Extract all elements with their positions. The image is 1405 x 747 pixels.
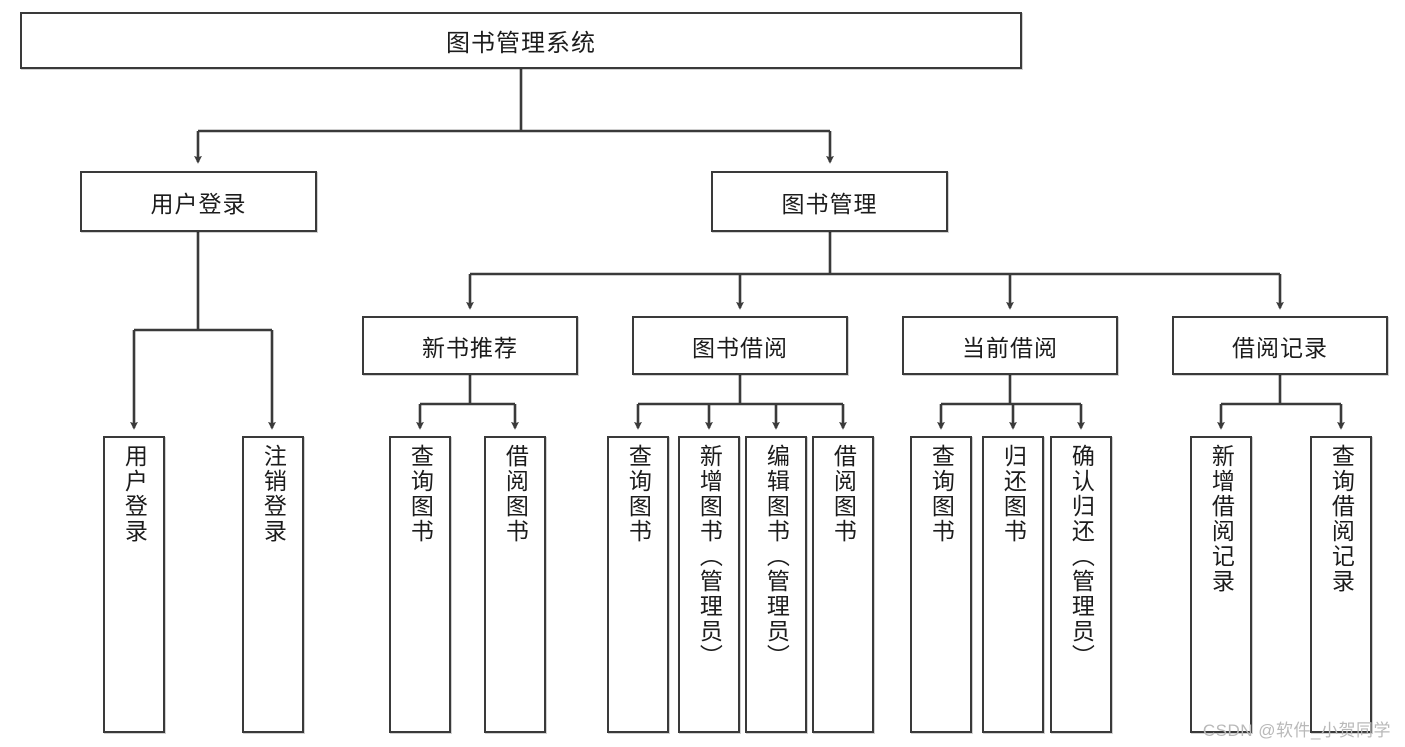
node-leaf-query-book-3[interactable]: 查询图书 xyxy=(910,436,972,733)
node-leaf-query-book-3-label: 查询图书 xyxy=(928,444,955,544)
node-leaf-add-borrow-record[interactable]: 新增借阅记录 xyxy=(1190,436,1252,733)
node-leaf-borrow-book-2-label: 借阅图书 xyxy=(830,444,857,544)
node-current-borrow-label: 当前借阅 xyxy=(962,334,1058,361)
node-leaf-user-login-label: 用户登录 xyxy=(121,444,148,544)
node-user-login[interactable]: 用户登录 xyxy=(80,171,317,232)
node-leaf-query-book-2[interactable]: 查询图书 xyxy=(607,436,669,733)
node-borrow-record[interactable]: 借阅记录 xyxy=(1172,316,1388,375)
node-borrow-record-label: 借阅记录 xyxy=(1232,334,1328,361)
node-leaf-user-logout-label: 注销登录 xyxy=(260,444,287,544)
node-book-borrow[interactable]: 图书借阅 xyxy=(632,316,848,375)
node-root[interactable]: 图书管理系统 xyxy=(20,12,1022,69)
node-leaf-query-book-2-label: 查询图书 xyxy=(625,444,652,544)
node-leaf-query-book-1[interactable]: 查询图书 xyxy=(389,436,451,733)
node-book-manage-label: 图书管理 xyxy=(781,190,878,217)
node-leaf-confirm-return[interactable]: 确认归还（管理员） xyxy=(1050,436,1112,733)
node-current-borrow[interactable]: 当前借阅 xyxy=(902,316,1118,375)
node-root-label: 图书管理系统 xyxy=(446,30,596,57)
node-leaf-borrow-book-1-label: 借阅图书 xyxy=(502,444,529,544)
node-leaf-borrow-book-1[interactable]: 借阅图书 xyxy=(484,436,546,733)
node-leaf-add-book-label: 新增图书（管理员） xyxy=(696,444,723,669)
node-leaf-query-borrow-record[interactable]: 查询借阅记录 xyxy=(1310,436,1372,733)
node-leaf-query-borrow-record-label: 查询借阅记录 xyxy=(1328,444,1355,594)
node-leaf-confirm-return-label: 确认归还（管理员） xyxy=(1068,444,1095,669)
node-leaf-edit-book[interactable]: 编辑图书（管理员） xyxy=(745,436,807,733)
node-leaf-add-book[interactable]: 新增图书（管理员） xyxy=(678,436,740,733)
node-book-borrow-label: 图书借阅 xyxy=(692,334,788,361)
node-leaf-add-borrow-record-label: 新增借阅记录 xyxy=(1208,444,1235,594)
node-new-book-recommend[interactable]: 新书推荐 xyxy=(362,316,578,375)
node-user-login-label: 用户登录 xyxy=(150,190,247,217)
node-new-book-recommend-label: 新书推荐 xyxy=(422,334,518,361)
node-leaf-user-logout[interactable]: 注销登录 xyxy=(242,436,304,733)
node-leaf-query-book-1-label: 查询图书 xyxy=(407,444,434,544)
node-leaf-borrow-book-2[interactable]: 借阅图书 xyxy=(812,436,874,733)
node-leaf-edit-book-label: 编辑图书（管理员） xyxy=(763,444,790,669)
node-leaf-return-book[interactable]: 归还图书 xyxy=(982,436,1044,733)
node-leaf-user-login[interactable]: 用户登录 xyxy=(103,436,165,733)
node-leaf-return-book-label: 归还图书 xyxy=(1000,444,1027,544)
csdn-watermark: CSDN @软件_小贺同学 xyxy=(1202,721,1391,740)
node-book-manage[interactable]: 图书管理 xyxy=(711,171,948,232)
